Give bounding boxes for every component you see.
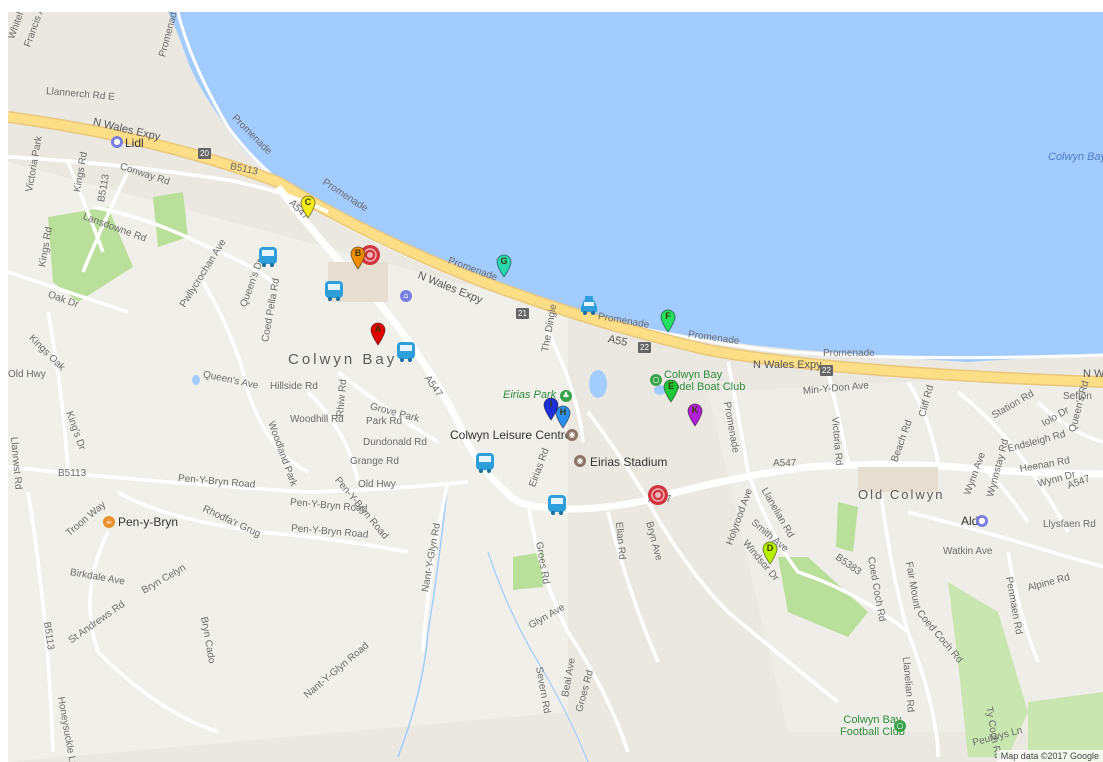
target-circle-icon[interactable] — [647, 484, 669, 506]
marker-letter: G — [500, 256, 508, 266]
road-label-elian-rd: Elian Rd — [613, 521, 628, 561]
marker-e[interactable]: E — [663, 379, 679, 403]
road-label-n-wales-expy-4: N W — [1083, 368, 1103, 380]
poi-eirias-park[interactable]: Eirias Park — [503, 389, 557, 401]
landmark-icon: ⌂ — [400, 290, 412, 302]
map-attribution: Map data ©2017 Google — [996, 750, 1103, 762]
map-pin-icon — [370, 322, 386, 346]
marker-g[interactable]: G — [496, 254, 512, 278]
boat-club-icon: ○ — [650, 374, 662, 386]
marker-i[interactable]: I — [543, 397, 559, 421]
road-label-watkin-ave: Watkin Ave — [943, 546, 993, 557]
old-town-label: Old Colwyn — [858, 487, 945, 502]
marker-letter: H — [559, 407, 567, 417]
leisure-centre-icon: ◉ — [566, 429, 578, 441]
poi-colwyn-leisure-centre[interactable]: Colwyn Leisure Centre — [450, 428, 572, 442]
shopping-cart-icon: ● — [111, 136, 123, 148]
bus-stop-icon[interactable] — [547, 494, 567, 516]
sea — [168, 12, 1103, 362]
bus-stop-icon[interactable] — [475, 452, 495, 474]
taxi-icon[interactable] — [579, 295, 599, 317]
junction-21: 21 — [516, 308, 529, 319]
football-icon: ○ — [894, 720, 906, 732]
marker-letter: A — [374, 324, 382, 334]
marker-letter: E — [667, 381, 674, 391]
poi-eirias-stadium[interactable]: Eirias Stadium — [590, 455, 668, 469]
marker-h[interactable]: H — [555, 405, 571, 429]
road-label-sefton: Sefton — [1063, 391, 1092, 402]
road-label-b5113-3: B5113 — [58, 468, 87, 479]
road-label-promenade-7: Promenade — [823, 348, 875, 359]
marker-c[interactable]: C — [300, 195, 316, 219]
bus-stop-icon[interactable] — [324, 280, 344, 302]
bus-stop-icon[interactable] — [396, 341, 416, 363]
road-label-n-wales-expy-3: N Wales Expy — [753, 359, 822, 371]
marker-k[interactable]: K — [687, 403, 703, 427]
marker-d[interactable]: D — [762, 541, 778, 565]
junction-20: 20 — [198, 148, 211, 159]
map-pin-icon — [762, 541, 778, 565]
map-pin-icon — [687, 403, 703, 427]
marker-letter: B — [354, 248, 362, 258]
stadium-icon: ◉ — [574, 455, 586, 467]
map-pin-icon — [555, 405, 571, 429]
poi-lidl[interactable]: Lidl — [125, 136, 144, 150]
junction-22b: 22 — [820, 365, 833, 376]
map-pin-icon — [300, 195, 316, 219]
road-label-park-rd: Park Rd — [366, 416, 403, 427]
marker-letter: I — [549, 399, 553, 409]
park-icon: ♣ — [560, 390, 572, 402]
map-pin-icon — [660, 309, 676, 333]
marker-letter: F — [665, 311, 671, 321]
road-label-llysfaen-rd: Llysfaen Rd — [1043, 519, 1096, 530]
bus-stop-icon[interactable] — [258, 246, 278, 268]
map-view[interactable]: Colwyn Bay Old Colwyn Colwyn Bay N Wales… — [8, 12, 1103, 762]
marker-letter: K — [691, 405, 699, 415]
map-pin-icon — [543, 397, 559, 421]
marker-a[interactable]: A — [370, 322, 386, 346]
road-label-old-hwy-2: Old Hwy — [358, 479, 396, 490]
map-base-layer — [8, 12, 1103, 762]
road-label-hillside-rd: Hillside Rd — [270, 381, 318, 392]
junction-22a: 22 — [638, 342, 651, 353]
road-label-grange-rd: Grange Rd — [350, 456, 399, 467]
road-label-old-hwy-1: Old Hwy — [8, 369, 46, 380]
road-label-a547-3: A547 — [773, 458, 797, 469]
marker-letter: C — [304, 197, 312, 207]
target-circle-icon[interactable] — [359, 244, 381, 266]
marker-b[interactable]: B — [350, 246, 366, 270]
bay-label: Colwyn Bay — [1048, 151, 1103, 163]
poi-pen-y-bryn[interactable]: Pen-y-Bryn — [118, 515, 179, 529]
marker-letter: D — [766, 543, 774, 553]
a547-road — [275, 184, 1103, 513]
map-pin-icon — [496, 254, 512, 278]
marker-f[interactable]: F — [660, 309, 676, 333]
pub-icon: ☕ — [103, 516, 115, 528]
road-label-dundonald-rd: Dundonald Rd — [363, 437, 427, 448]
town-label: Colwyn Bay — [288, 351, 398, 368]
map-pin-icon — [350, 246, 366, 270]
road-label-woodhill-rd: Woodhill Rd — [290, 414, 344, 425]
map-pin-icon — [663, 379, 679, 403]
shopping-cart-icon: ● — [976, 515, 988, 527]
